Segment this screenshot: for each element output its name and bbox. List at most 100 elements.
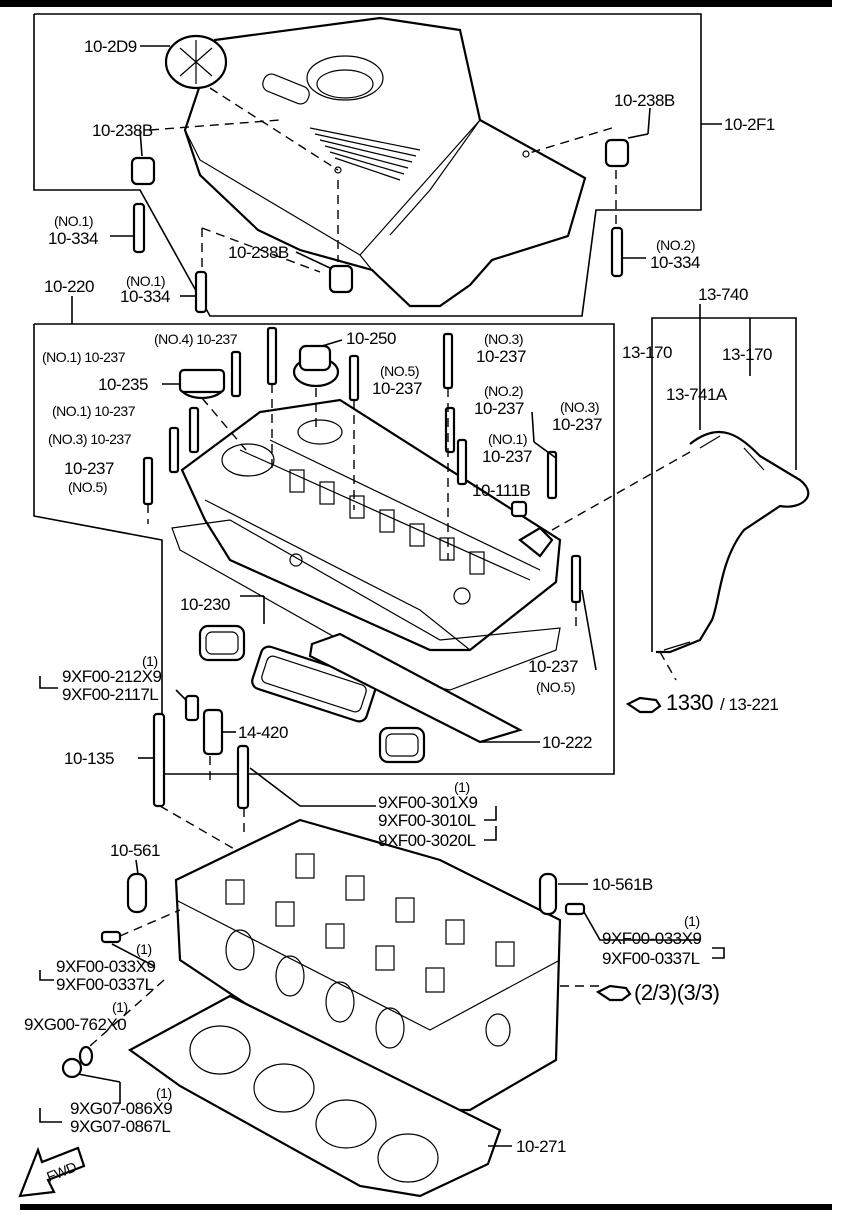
bolt-9xf00-212x9: [184, 694, 200, 722]
label-10-111b: 10-111B: [472, 481, 530, 500]
label-no3-a: (NO.3): [484, 331, 523, 347]
label-no5-b: (NO.5): [68, 479, 107, 495]
label-no2-right: (NO.2): [656, 237, 695, 253]
bolt-10-237-no5-b: [142, 456, 154, 506]
label-no1-10-237-a: (NO.1) 10-237: [42, 349, 126, 365]
label-9xg07-086x9: 9XG07-086X9: [70, 1099, 172, 1118]
label-q1-e: (1): [112, 999, 128, 1015]
stud-10-334-no1-left: [132, 202, 146, 254]
label-10-334-right: 10-334: [650, 253, 700, 272]
label-10-2d9: 10-2D9: [84, 37, 137, 56]
label-13-740: 13-740: [698, 285, 748, 304]
label-10-237-a: 10-237: [476, 347, 526, 366]
label-13-170-right: 13-170: [722, 345, 772, 364]
filler-cap-10-250: [292, 344, 340, 388]
seal-10-235: [178, 368, 226, 400]
hand-pointer-icon: [625, 696, 662, 714]
label-9xf00-0337l-left: 9XF00-0337L: [56, 975, 154, 994]
bolt-10-237-no1-b: [188, 406, 200, 454]
label-9xf00-033x9-right: 9XF00-033X9: [602, 929, 701, 948]
label-13-741a: 13-741A: [666, 385, 728, 404]
label-no3-b: (NO.3): [560, 399, 599, 415]
label-no2-b: (NO.2): [484, 383, 523, 399]
label-10-135: 10-135: [64, 749, 114, 768]
label-9xf00-3010l: 9XF00-3010L: [378, 811, 476, 830]
label-13-170-left: 13-170: [622, 343, 672, 362]
label-10-237-e: 10-237: [64, 459, 114, 478]
bolt-10-237-no1-a: [230, 350, 242, 398]
label-no5-c: (NO.5): [536, 679, 575, 695]
label-q1-f: (1): [156, 1085, 172, 1101]
label-q1-c: (1): [684, 913, 700, 929]
fwd-arrow-icon: [18, 1146, 86, 1198]
label-10-2f1: 10-2F1: [724, 115, 775, 134]
label-9xf00-3020l: 9XF00-3020L: [378, 831, 476, 850]
label-no1-10-237-b: (NO.1) 10-237: [52, 403, 136, 419]
bracket-13-740: [651, 317, 797, 652]
label-1330: 1330: [666, 690, 713, 715]
label-10-334-mid: 10-334: [120, 287, 170, 306]
label-10-238b-center: 10-238B: [228, 243, 289, 262]
breather-hose-13-741a: [656, 430, 810, 654]
label-no1-left: (NO.1): [54, 213, 93, 229]
bottom-rule: [20, 1204, 832, 1210]
label-no3-10-237: (NO.3) 10-237: [48, 431, 132, 447]
label-9xg00-762x0: 9XG00-762X0: [24, 1015, 126, 1034]
bolt-9xf00-033x9-right: [564, 902, 586, 916]
label-10-220: 10-220: [44, 277, 94, 296]
engine-cover: [183, 16, 587, 308]
label-10-237-f: 10-237: [552, 415, 602, 434]
label-9xf00-0337l-right: 9XF00-0337L: [602, 949, 700, 968]
label-10-250: 10-250: [346, 329, 396, 348]
label-9xf00-301x9: 9XF00-301X9: [378, 793, 477, 812]
grommet-10-238b-right: [604, 138, 630, 168]
label-q1-a: (1): [142, 653, 158, 669]
bolt-10-237-no3-c: [546, 450, 558, 500]
label-no5-a: (NO.5): [380, 363, 419, 379]
label-14-420: 14-420: [238, 723, 288, 742]
bolt-10-135: [152, 712, 166, 808]
label-q1-b: (1): [454, 779, 470, 795]
grommet-10-238b-center: [328, 264, 354, 294]
label-10-237-g: 10-237: [528, 657, 578, 676]
label-10-237-d: 10-237: [482, 447, 532, 466]
label-10-561: 10-561: [110, 841, 160, 860]
bolt-9xf00-033x9-left: [100, 930, 122, 944]
label-q1-d: (1): [136, 941, 152, 957]
label-no1-mid: (NO.1): [126, 273, 165, 289]
cylinder-head-cover: [180, 398, 562, 652]
head-gasket-10-271: [127, 994, 502, 1198]
gasket-10-230: [171, 519, 561, 691]
label-no4-10-237: (NO.4) 10-237: [154, 331, 238, 347]
top-rule: [0, 0, 832, 7]
grommet-10-238b-left: [130, 156, 156, 186]
bracket-10-561: [126, 872, 148, 914]
bolt-10-237-no3-a: [442, 332, 454, 390]
bolt-10-237-no5-a: [348, 354, 360, 402]
label-10-238b-left: 10-238B: [92, 121, 153, 140]
frame-engine-cover: [33, 13, 702, 317]
label-10-237-b: 10-237: [372, 379, 422, 398]
pcv-valve-10-111b: [510, 500, 528, 518]
bracket-10-561b: [538, 872, 558, 916]
bolt-9xf00-301x9: [236, 744, 250, 810]
plug-hole-gasket-10-222: [198, 624, 523, 764]
stud-10-334-no1-mid: [194, 270, 208, 314]
label-9xf00-2117l: 9XF00-2117L: [62, 685, 158, 704]
stud-10-334-no2-right: [610, 226, 624, 278]
label-10-271: 10-271: [516, 1137, 566, 1156]
label-10-230: 10-230: [180, 595, 230, 614]
hand-pointer-icon-2: [595, 984, 632, 1002]
plug-9xg07-086x9: [61, 1057, 83, 1079]
label-no1-c: (NO.1): [488, 431, 527, 447]
label-13-221: / 13-221: [720, 695, 778, 714]
label-10-561b: 10-561B: [592, 875, 653, 894]
sensor-14-420: [202, 708, 224, 756]
label-10-222: 10-222: [542, 733, 592, 752]
label-9xg07-0867l: 9XG07-0867L: [70, 1117, 170, 1136]
cylinder-head: [174, 818, 562, 1112]
label-10-238b-right: 10-238B: [614, 91, 675, 110]
label-10-237-c: 10-237: [474, 399, 524, 418]
label-9xf00-033x9-left: 9XF00-033X9: [56, 957, 155, 976]
